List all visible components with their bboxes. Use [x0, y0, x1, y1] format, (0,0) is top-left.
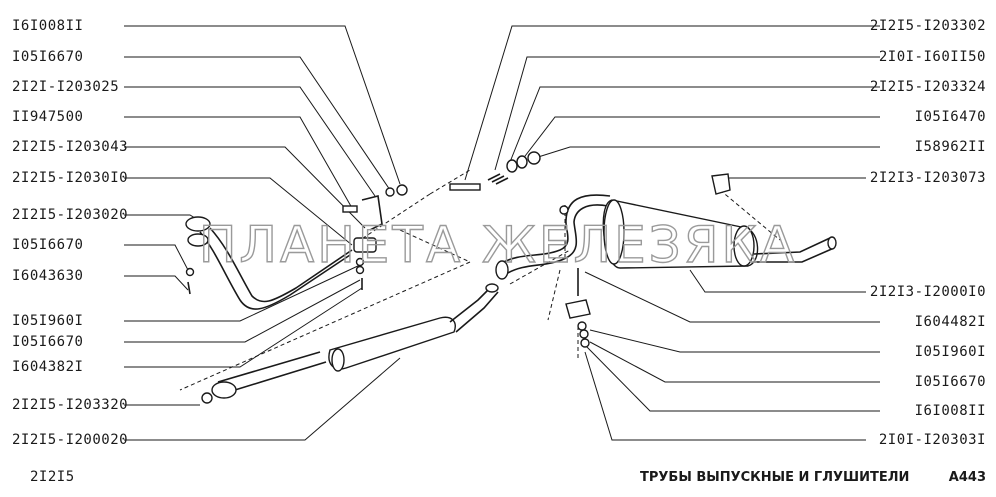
label-left-1: I6I008II	[12, 18, 83, 34]
right-labels: 2I2I5-I203302 2I0I-I60II50 2I2I5-I203324…	[870, 18, 986, 448]
footer: 2I2I5 ТРУБЫ ВЫПУСКНЫЕ И ГЛУШИТЕЛИ A443	[30, 469, 986, 485]
nut-icon	[185, 267, 195, 277]
label-right-4: I05I6470	[915, 109, 986, 125]
label-left-6: 2I2I5-I2030I0	[12, 170, 128, 186]
pipe-clamp	[353, 237, 377, 253]
label-left-8: I05I6670	[12, 237, 83, 253]
washer-icon	[355, 265, 365, 275]
sleeve-icon	[527, 151, 541, 165]
leader-lines-left	[124, 25, 401, 441]
footer-code: A443	[949, 470, 986, 485]
muffler-hanger	[711, 173, 731, 195]
label-left-13: 2I2I5-I203320	[12, 397, 128, 413]
label-right-2: 2I0I-I60II50	[879, 49, 986, 65]
leader-lines-right	[464, 25, 880, 441]
left-labels: I6I008II I05I6670 2I2I-I203025 II947500 …	[12, 18, 128, 448]
muffler-body	[328, 316, 456, 370]
label-left-14: 2I2I5-I200020	[12, 432, 128, 448]
washer-icon	[385, 187, 395, 197]
pipe-flange	[211, 381, 237, 399]
label-right-6: 2I2I3-I203073	[870, 170, 986, 186]
washer-icon	[579, 329, 589, 339]
spring-icon	[487, 173, 509, 185]
assembly-lines	[179, 169, 781, 391]
watermark: ПЛАНЕТА ЖЕЛЕЗЯКА	[199, 216, 797, 274]
label-left-2: I05I6670	[12, 49, 83, 65]
washer-icon	[577, 321, 587, 331]
label-right-7: 2I2I3-I2000I0	[870, 284, 986, 300]
bolt-icon	[342, 205, 358, 213]
pipe-flange-upper	[185, 216, 211, 232]
label-right-5: I58962II	[915, 139, 986, 155]
washer-icon	[516, 155, 528, 169]
muffler-body	[602, 199, 759, 269]
label-left-3: 2I2I-I203025	[12, 79, 119, 95]
rubber-pad	[565, 299, 591, 319]
nut-icon	[580, 338, 590, 348]
label-right-10: I05I6670	[915, 374, 986, 390]
label-left-7: 2I2I5-I203020	[12, 207, 128, 223]
footer-title: ТРУБЫ ВЫПУСКНЫЕ И ГЛУШИТЕЛИ	[640, 470, 909, 485]
label-left-12: I604382I	[12, 359, 83, 375]
label-right-1: 2I2I5-I203302	[870, 18, 986, 34]
label-left-4: II947500	[12, 109, 83, 125]
additional-muffler	[201, 283, 499, 404]
label-left-9: I6043630	[12, 268, 83, 284]
label-left-5: 2I2I5-I203043	[12, 139, 128, 155]
label-left-11: I05I6670	[12, 334, 83, 350]
gasket-ring	[201, 392, 213, 404]
footer-model: 2I2I5	[30, 469, 75, 485]
label-right-8: I604482I	[915, 314, 986, 330]
label-left-10: I05I960I	[12, 313, 83, 329]
label-right-3: 2I2I5-I203324	[870, 79, 986, 95]
label-right-11: I6I008II	[915, 403, 986, 419]
main-muffler	[495, 173, 837, 280]
nut-icon	[506, 159, 518, 173]
nut-icon	[396, 184, 408, 196]
label-right-12: 2I0I-I20303I	[879, 432, 986, 448]
nut-icon	[355, 257, 365, 267]
label-right-9: I05I960I	[915, 344, 986, 360]
front-exhaust-pipe	[185, 184, 408, 310]
pipe-flange-lower	[187, 233, 209, 247]
bolt-icon	[449, 183, 481, 191]
upper-hardware	[449, 151, 541, 191]
hanger-hardware	[565, 268, 591, 348]
